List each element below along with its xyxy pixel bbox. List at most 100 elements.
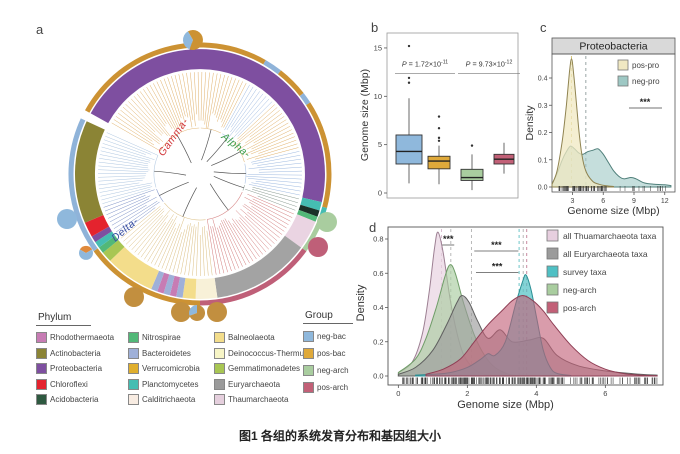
legend-label: neg-bac [317, 332, 346, 341]
legend-label: Bacteroidetes [142, 348, 191, 358]
svg-text:survey taxa: survey taxa [563, 267, 607, 277]
phylum-legend-item: Gemmatimonadetes [214, 361, 318, 377]
color-swatch [214, 347, 225, 359]
svg-text:***: *** [491, 240, 502, 250]
color-swatch [214, 394, 225, 406]
svg-text:***: *** [640, 97, 651, 107]
legend-swatch-pos-pro [617, 59, 629, 71]
color-swatch [214, 332, 225, 344]
panel-c-label: c [540, 20, 547, 35]
phylum-legend-item: Thaumarchaeota [214, 392, 318, 408]
phylum-legend-item: Rhodothermaeota [36, 330, 128, 346]
phylum-ring [74, 49, 325, 299]
legend-label: pos-arch [317, 383, 349, 392]
color-swatch [36, 378, 47, 390]
phylum-legend-item: Actinobacteria [36, 346, 128, 362]
legend-label: Actinobacteria [50, 348, 101, 358]
color-swatch [128, 332, 139, 344]
svg-text:pos-arch: pos-arch [563, 303, 596, 313]
svg-text:neg-arch: neg-arch [563, 285, 597, 295]
legend-swatch [546, 247, 559, 260]
color-swatch [128, 378, 139, 390]
svg-text:12: 12 [661, 198, 669, 205]
svg-text:0.0: 0.0 [373, 372, 383, 381]
legend-label: Euryarchaeota [228, 379, 281, 389]
phylogenetic-tree-panel: Gamma-Alpha-Delta- [57, 29, 337, 322]
legend-label: Thaumarchaeota [228, 395, 289, 405]
legend-label: Planctomycetes [142, 379, 199, 389]
legend-label: Proteobacteria [50, 364, 103, 374]
phylum-legend-title: Phylum [36, 312, 92, 326]
facet-title: Proteobacteria [579, 41, 647, 53]
color-swatch [214, 363, 225, 375]
svg-text:neg-pro: neg-pro [632, 77, 660, 86]
color-swatch [36, 347, 47, 359]
svg-text:0.0: 0.0 [538, 185, 548, 192]
bubble-annotations [57, 29, 337, 322]
group-legend-item: pos-arch [303, 379, 353, 396]
legend-label: Balneolaeota [228, 333, 275, 343]
box-pos-bac [427, 155, 451, 170]
color-swatch [214, 378, 225, 390]
color-swatch [128, 394, 139, 406]
svg-text:0.3: 0.3 [538, 103, 548, 110]
tree-fan [97, 71, 303, 277]
legend-label: Acidobacteria [50, 395, 99, 405]
box-neg-bac [395, 134, 423, 165]
phylum-legend-item: Planctomycetes [128, 377, 214, 393]
color-swatch [303, 348, 314, 359]
phylum-legend-item: Nitrospirae [128, 330, 214, 346]
group-legend-items: neg-bac pos-bac neg-arch pos-arch [303, 328, 353, 396]
legend-label: neg-arch [317, 366, 349, 375]
svg-text:0: 0 [378, 189, 382, 198]
legend-label: Verrucomicrobia [142, 364, 200, 374]
color-swatch [303, 331, 314, 342]
svg-text:2: 2 [465, 389, 469, 398]
svg-text:all Thuamarchaeota taxa: all Thuamarchaeota taxa [563, 231, 657, 241]
density-curve-1 [551, 58, 614, 188]
legend-swatch [546, 301, 559, 314]
panel-b-label: b [371, 20, 379, 35]
legend-label: Chloroflexi [50, 379, 88, 389]
svg-text:pos-pro: pos-pro [632, 61, 660, 70]
svg-text:all Euryarchaeota taxa: all Euryarchaeota taxa [563, 249, 648, 259]
density-curve-4 [425, 294, 658, 377]
legend-label: Calditrichaeota [142, 395, 196, 405]
svg-text:0.8: 0.8 [373, 235, 383, 244]
svg-text:0.4: 0.4 [538, 76, 548, 83]
phylum-legend-item: Euryarchaeota [214, 377, 318, 393]
group-legend-item: neg-bac [303, 328, 353, 345]
color-swatch [36, 363, 47, 375]
legend-label: Rhodothermaeota [50, 333, 115, 343]
phylum-legend-item: Balneolaeota [214, 330, 318, 346]
clade-label: Alpha- [218, 130, 252, 161]
phylum-legend-item: Calditrichaeota [128, 392, 214, 408]
legend-label: Gemmatimonadetes [228, 364, 301, 374]
panel-a-label: a [36, 22, 44, 37]
svg-text:0: 0 [396, 389, 400, 398]
group-legend-item: pos-bac [303, 345, 353, 362]
phylum-legend-item: Bacteroidetes [128, 346, 214, 362]
svg-text:Density: Density [524, 105, 536, 141]
svg-text:4: 4 [534, 389, 538, 398]
figure-caption: 图1 各组的系统发育分布和基因组大小 [238, 429, 441, 443]
legend-swatch [546, 283, 559, 296]
svg-text:P = 9.73×10-12: P = 9.73×10-12 [466, 59, 513, 68]
svg-text:***: *** [443, 234, 454, 244]
svg-text:5: 5 [378, 140, 382, 149]
svg-text:***: *** [492, 261, 503, 271]
phylum-legend-item: Acidobacteria [36, 392, 128, 408]
svg-text:Genome size (Mbp): Genome size (Mbp) [457, 399, 554, 411]
color-swatch [303, 365, 314, 376]
svg-text:Genome size (Mbp): Genome size (Mbp) [359, 69, 371, 161]
svg-text:0.6: 0.6 [373, 269, 383, 278]
svg-text:3: 3 [571, 198, 575, 205]
color-swatch [128, 347, 139, 359]
